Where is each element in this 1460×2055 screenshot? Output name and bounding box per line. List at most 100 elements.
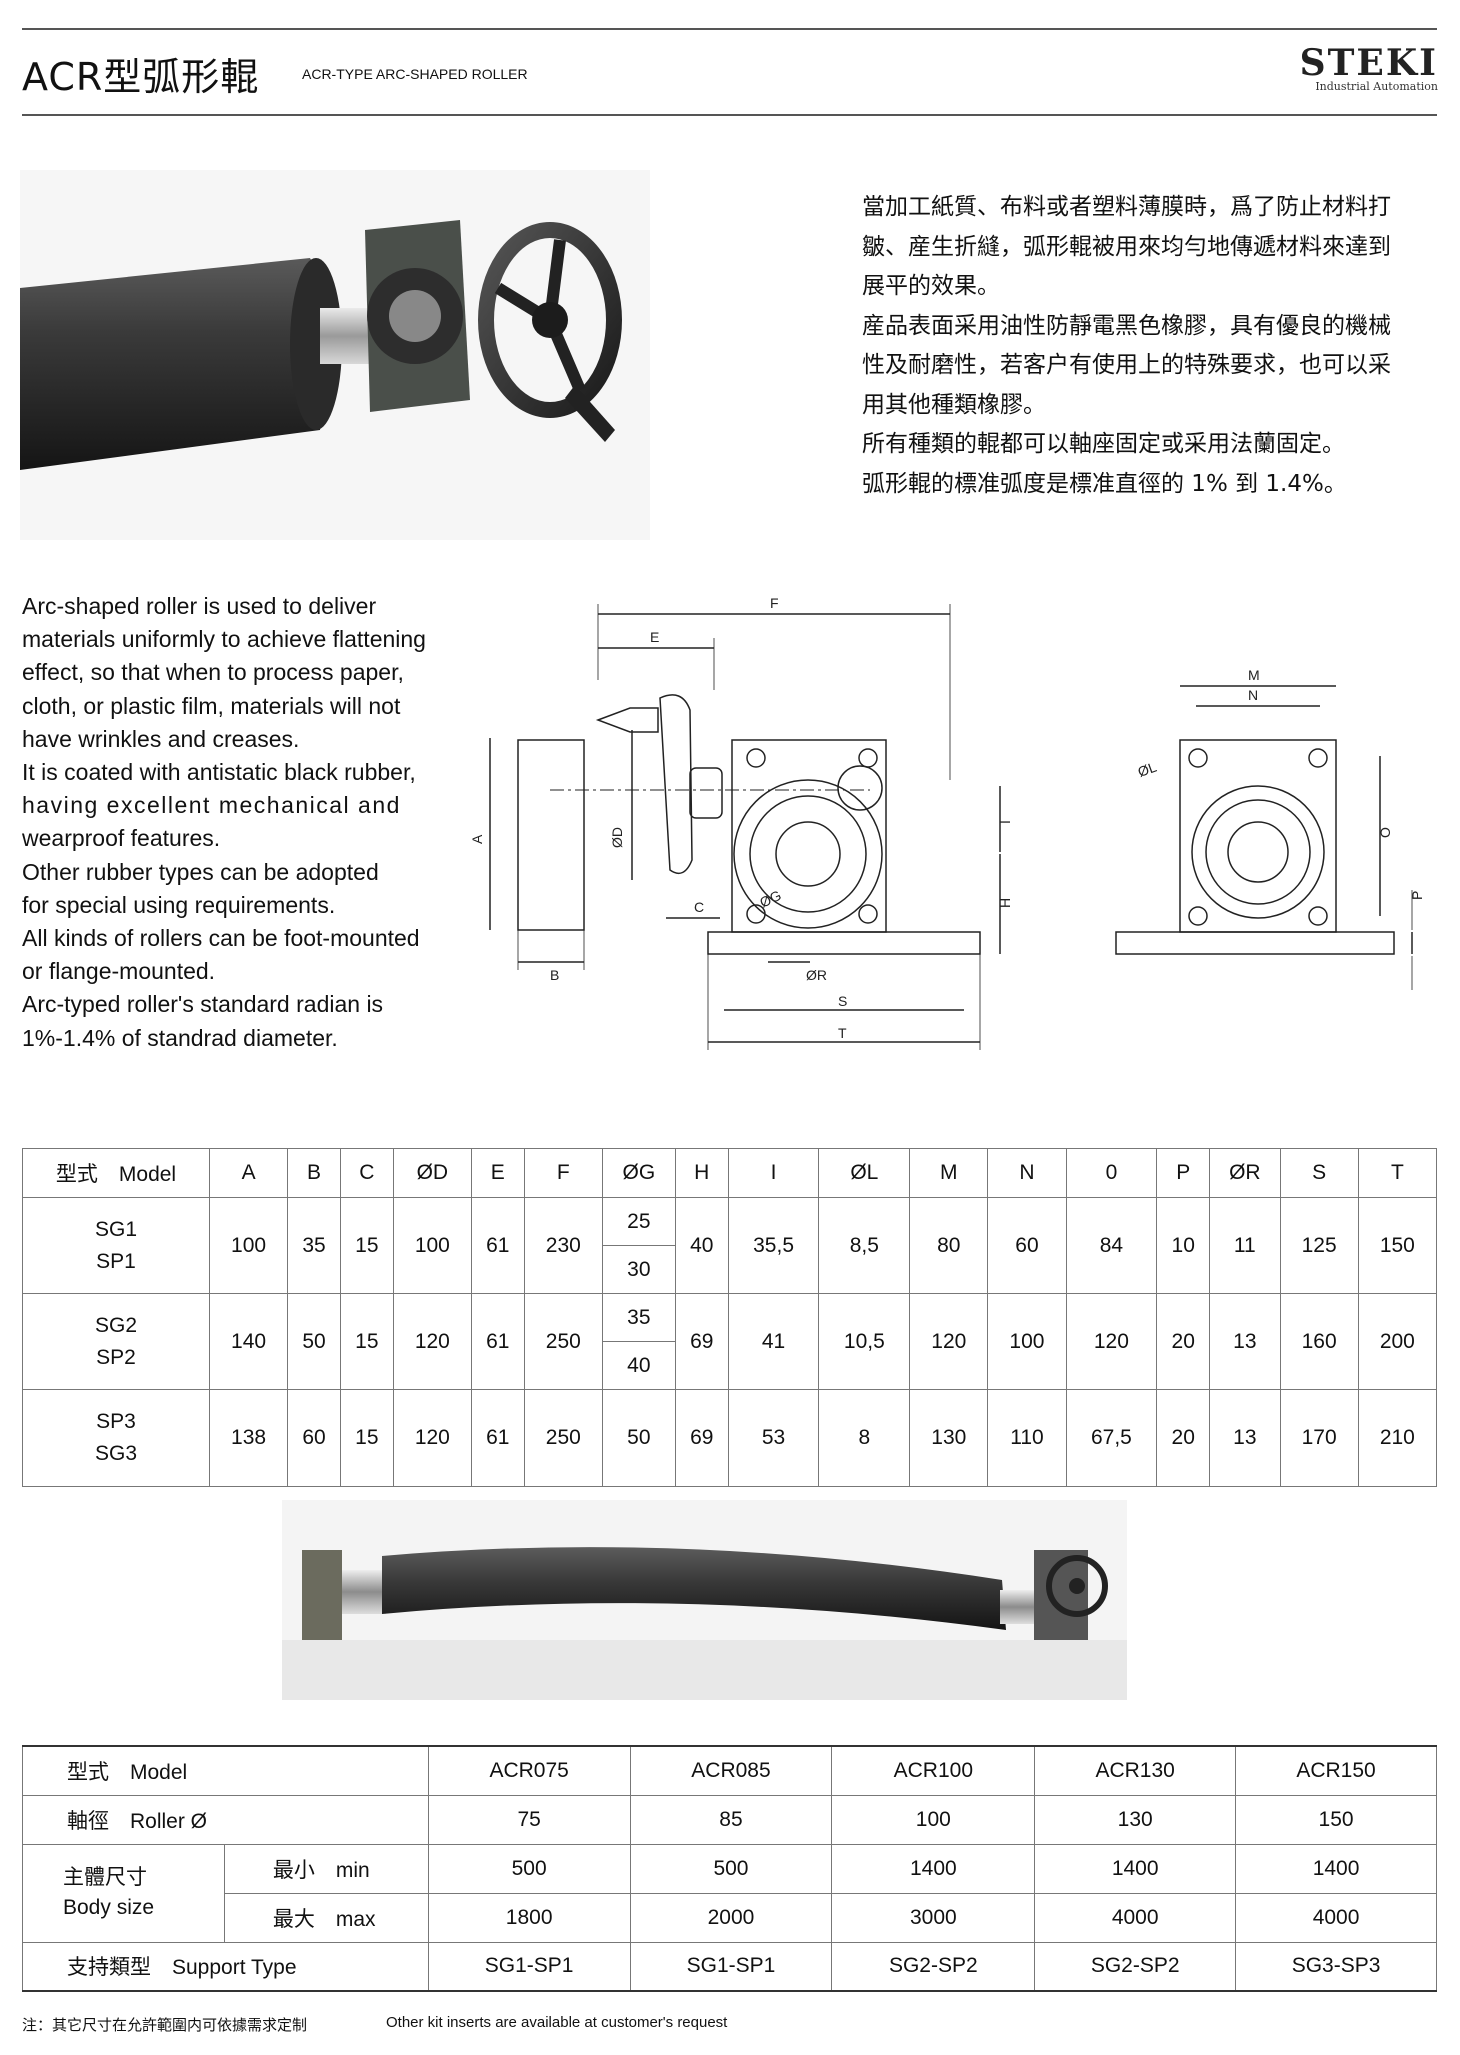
cell-I: 53 [727, 1389, 820, 1487]
model-cell: SP3 SG3 [22, 1389, 210, 1487]
max-value: 3000 [831, 1892, 1036, 1943]
logo-wordmark: STEKI [1299, 42, 1438, 84]
en-line: effect, so that when to process paper, [22, 659, 404, 686]
dim-S: S [724, 993, 964, 1011]
brand-logo: STEKI Industrial Automation [1299, 42, 1438, 93]
label-F: F [770, 595, 779, 611]
cell-C: 15 [339, 1197, 394, 1294]
support-value: SG2-SP2 [1034, 1941, 1237, 1992]
label-B: B [550, 967, 559, 983]
dim-M: M [1180, 667, 1336, 687]
cell-L: 8,5 [818, 1197, 911, 1294]
cell-B: 35 [287, 1197, 341, 1294]
cell-F: 250 [523, 1293, 603, 1390]
max-label: 最大 max [223, 1892, 429, 1943]
cell-F: 250 [523, 1389, 603, 1487]
cell-H: 40 [674, 1197, 729, 1294]
cell-E: 61 [470, 1197, 525, 1294]
body-size-label: 主體尺寸 Body size [22, 1843, 225, 1943]
cn-line: 弧形輥的標准弧度是標准直徑的 1% 到 1.4%。 [862, 470, 1347, 497]
support-value: SG1-SP1 [629, 1941, 833, 1992]
col-header: S [1279, 1148, 1359, 1198]
dim-I: I [997, 786, 1013, 852]
header-rule-top [22, 28, 1437, 30]
table-row: 最大 max 1800 2000 3000 4000 4000 [23, 1892, 1437, 1943]
min-value: 1400 [1235, 1843, 1437, 1894]
end-block [517, 739, 585, 931]
roller-value: 130 [1034, 1794, 1237, 1845]
roller-label: 軸徑 Roller Ø [22, 1794, 429, 1845]
model-value: ACR075 [427, 1745, 631, 1796]
model-value: ACR130 [1034, 1745, 1237, 1796]
cell-H: 69 [674, 1389, 729, 1487]
cell-T: 150 [1357, 1197, 1438, 1294]
label-C: C [694, 899, 704, 915]
label-M: M [1248, 667, 1260, 683]
handle-grip [595, 707, 659, 733]
cell-R: 11 [1209, 1197, 1281, 1294]
support-value: SG2-SP2 [831, 1941, 1036, 1992]
table-row: 40 [23, 1341, 1437, 1390]
cell-T: 200 [1357, 1293, 1438, 1390]
cell-C: 15 [339, 1389, 394, 1487]
dim-E: E [598, 629, 715, 690]
cn-line: 展平的效果。 [862, 273, 1000, 299]
col-header: N [987, 1148, 1067, 1198]
cell-H: 69 [674, 1293, 729, 1390]
col-header: T [1357, 1148, 1438, 1198]
header-rule-bottom [22, 114, 1437, 116]
table-header-row: 型式 Model A B C ØD E F ØG H I ØL M N 0 P … [22, 1148, 1438, 1198]
col-header: A [208, 1148, 289, 1198]
col-header: P [1156, 1148, 1211, 1198]
model-label: 型式 Model [22, 1745, 429, 1796]
col-header: 0 [1065, 1148, 1158, 1198]
en-line: cloth, or plastic film, materials will n… [22, 692, 401, 719]
cell-A: 138 [208, 1389, 289, 1487]
en-line: materials uniformly to achieve flattenin… [22, 626, 426, 653]
label-H: H [997, 898, 1013, 908]
cell-I: 41 [727, 1293, 820, 1390]
cn-line: 産品表面采用油性防靜電黑色橡膠，具有優良的機械 [862, 312, 1391, 339]
label-E: E [650, 629, 659, 645]
table-row: SG2 SP2 140 50 15 120 61 250 35 69 41 10… [22, 1293, 1438, 1390]
label-O: O [1377, 827, 1393, 838]
bore [775, 821, 841, 887]
en-line: or flange-mounted. [22, 958, 216, 985]
footnote-en: Other kit inserts are available at custo… [386, 2014, 728, 2031]
dim-O: O [1377, 756, 1393, 916]
cell-O: 67,5 [1065, 1389, 1158, 1487]
cell-S: 170 [1279, 1389, 1359, 1487]
cn-line: 當加工紙質、布料或者塑料薄膜時，爲了防止材料打 [862, 194, 1391, 220]
cell-E: 61 [470, 1293, 525, 1390]
cell-N: 100 [987, 1293, 1067, 1390]
cell-S: 160 [1279, 1293, 1359, 1390]
cell-N: 60 [987, 1197, 1067, 1294]
label-S: S [838, 993, 847, 1009]
label-A: A [470, 834, 485, 844]
cell-R: 13 [1209, 1293, 1281, 1390]
col-header: H [674, 1148, 729, 1198]
table-row: 型式 Model ACR075 ACR085 ACR100 ACR130 ACR… [22, 1745, 1437, 1796]
en-line: have wrinkles and creases. [22, 725, 300, 752]
cell-A: 140 [208, 1293, 289, 1390]
cell-D: 100 [392, 1197, 472, 1294]
en-line: It is coated with antistatic black rubbe… [22, 759, 416, 786]
dim-H: H [997, 854, 1013, 954]
roller-value: 75 [427, 1794, 631, 1845]
min-label: 最小 min [223, 1843, 429, 1894]
dim-N: N [1196, 687, 1320, 707]
cell-P: 20 [1156, 1293, 1211, 1390]
cell-E: 61 [470, 1389, 525, 1487]
cell-R: 13 [1209, 1389, 1281, 1487]
model-line: SG1 [94, 1217, 138, 1241]
support-value: SG3-SP3 [1235, 1941, 1437, 1992]
dim-C: C [666, 899, 720, 919]
label-P: P [1409, 891, 1425, 900]
dimension-drawing: F E A B ØD C ØG H I [470, 595, 1425, 1050]
dim-P: P [1409, 890, 1425, 990]
roller-value: 100 [831, 1794, 1036, 1845]
english-description: Arc-shaped roller is used to deliver mat… [22, 590, 452, 1055]
cell-C: 15 [339, 1293, 394, 1390]
min-value: 1400 [831, 1843, 1036, 1894]
dim-R: ØR [768, 961, 827, 983]
